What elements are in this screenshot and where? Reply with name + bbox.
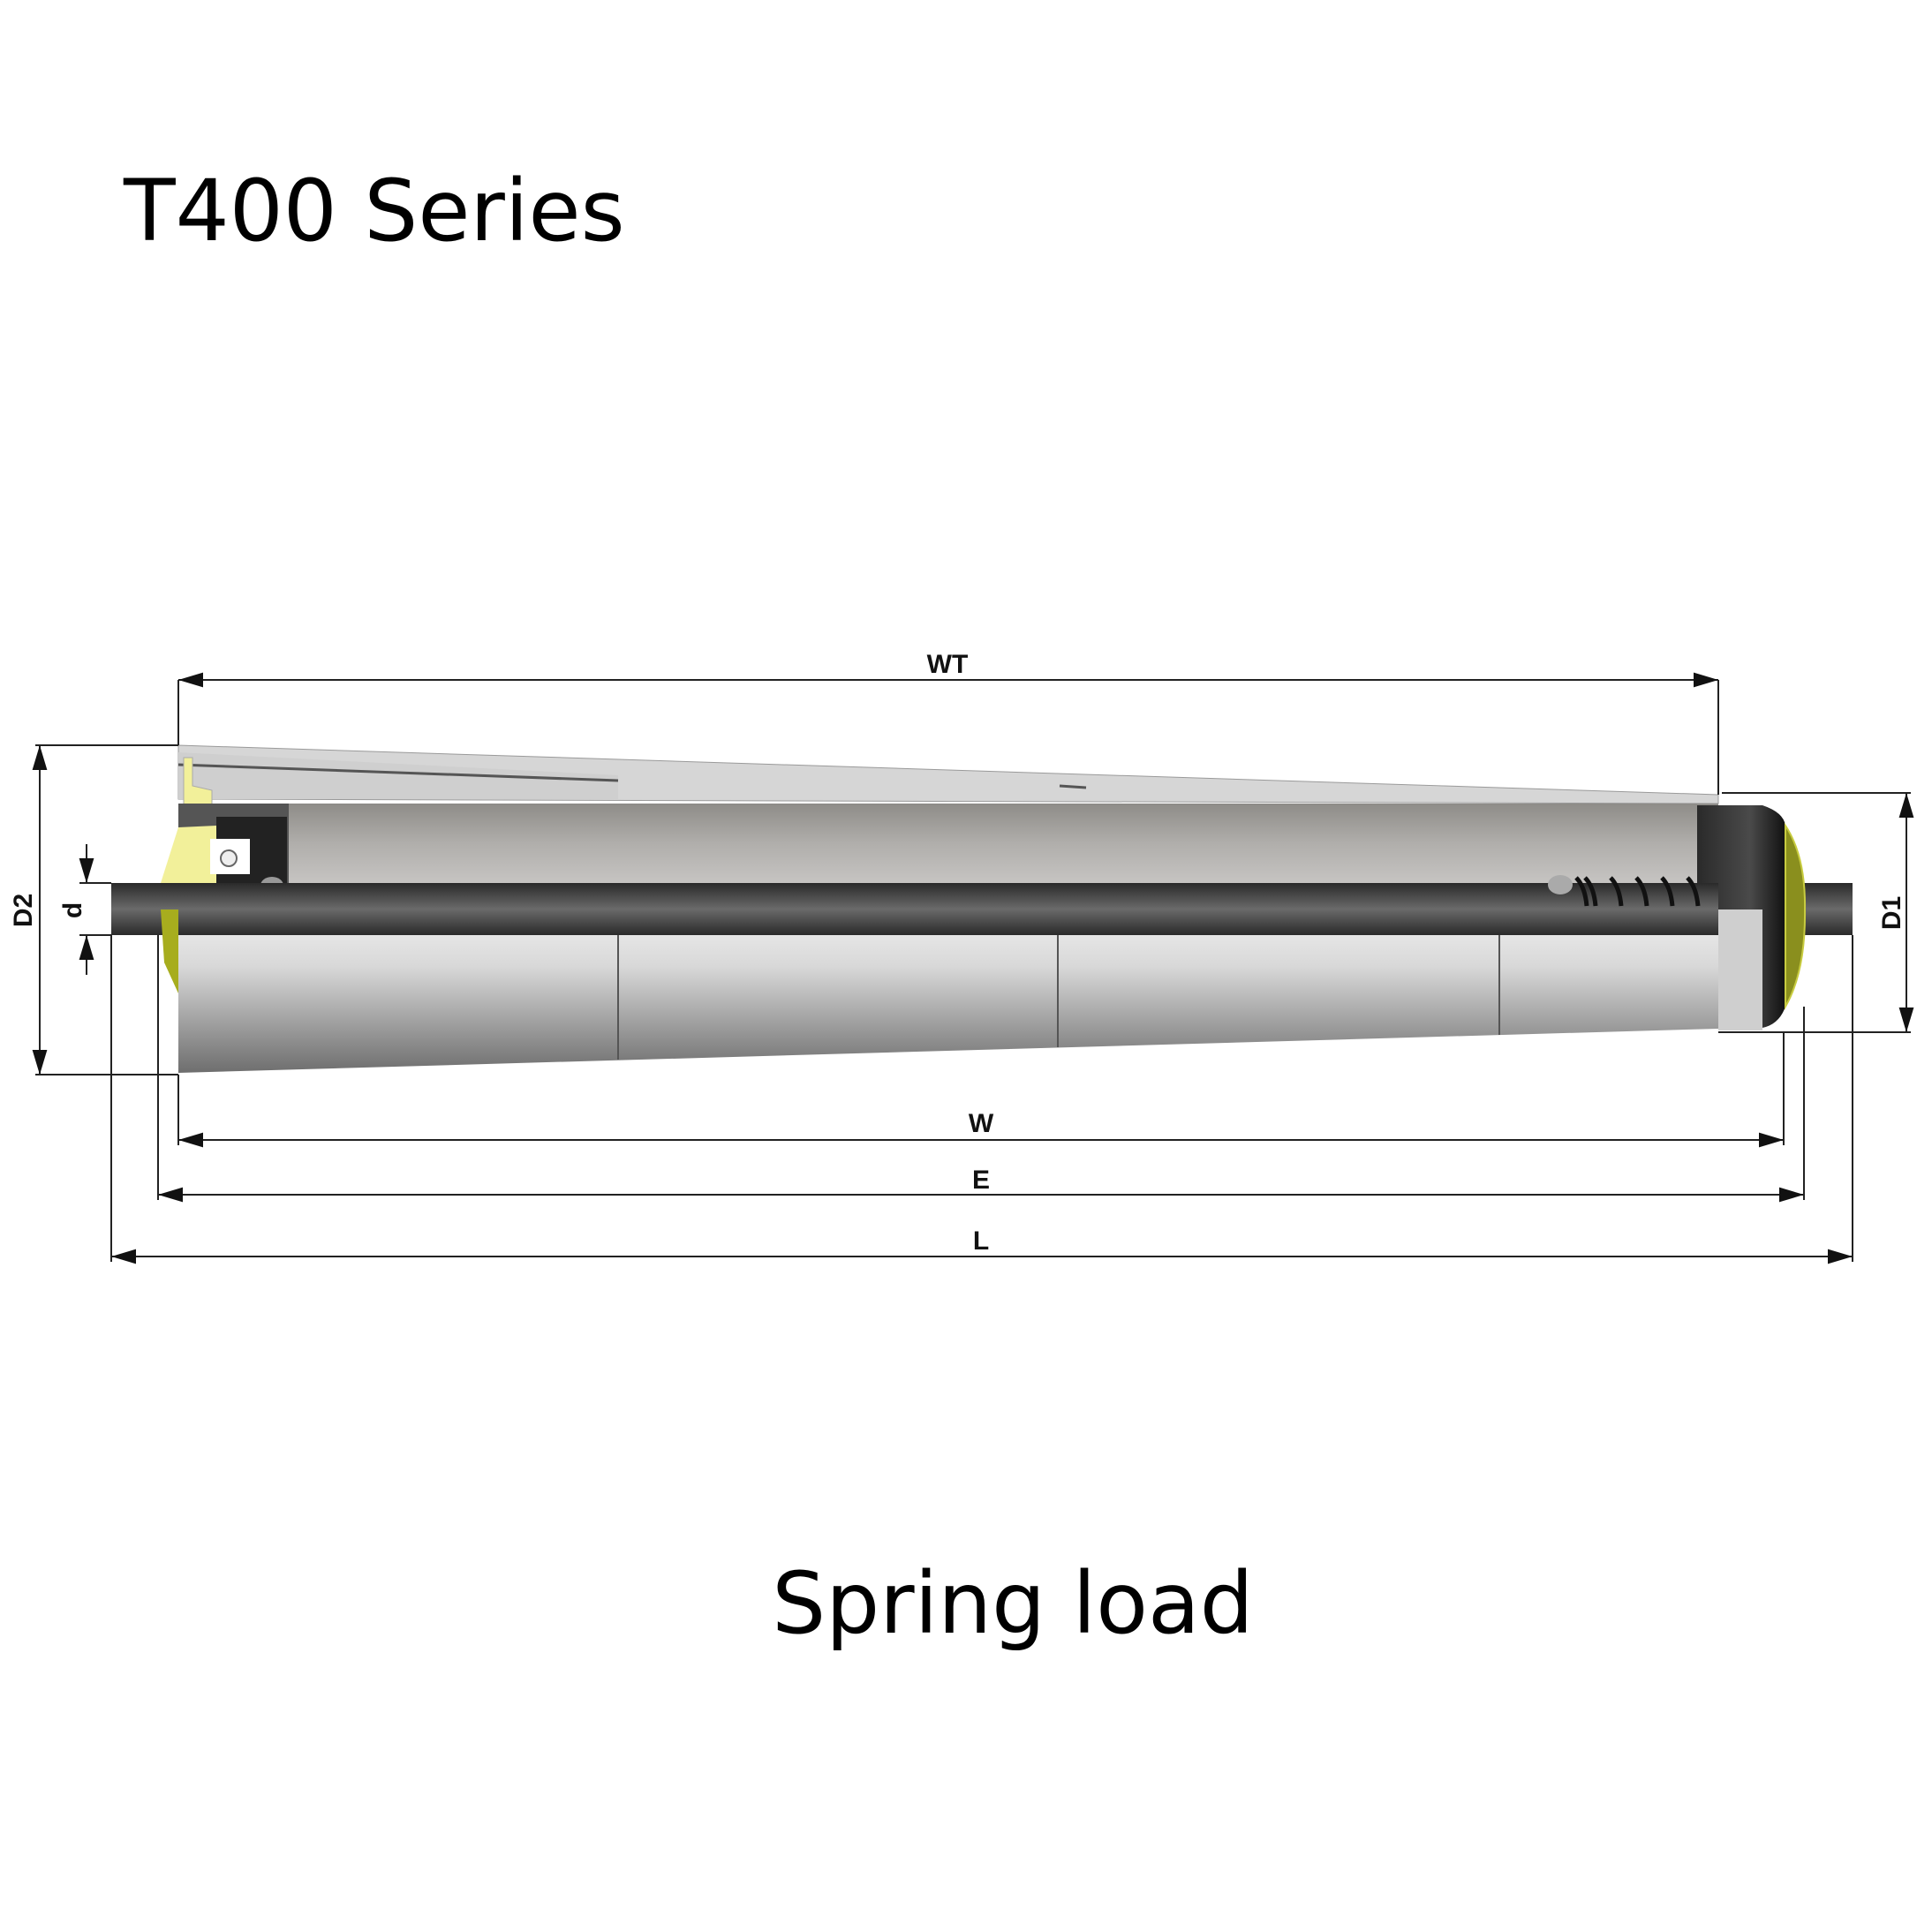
page-title: T400 Series — [123, 162, 625, 260]
dim-label-d: d — [58, 902, 87, 918]
dim-label-e: E — [972, 1166, 990, 1195]
left-end-disc — [161, 909, 178, 993]
dimension-lines — [32, 672, 1914, 1264]
roller-tube — [177, 744, 1719, 1073]
caption: Spring load — [772, 1554, 1253, 1653]
dim-label-d2: D2 — [9, 894, 38, 927]
dim-label-d1: D1 — [1877, 896, 1906, 930]
spring-icon — [1548, 875, 1701, 907]
end-cap — [1697, 805, 1785, 1028]
bearing-housing — [161, 757, 289, 894]
dim-label-l: L — [973, 1226, 989, 1256]
right-end-disc — [1785, 822, 1807, 1010]
end-sleeve — [1718, 909, 1762, 1030]
dim-label-w: W — [969, 1109, 994, 1138]
dim-label-wt: WT — [927, 650, 969, 679]
